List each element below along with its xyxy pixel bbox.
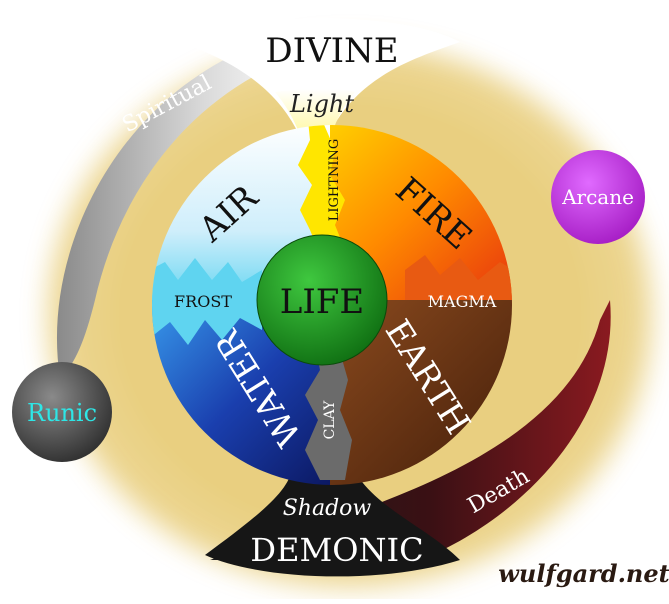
shadow-label: Shadow [283,496,372,521]
death-arm [210,300,611,560]
lightning-band [298,125,345,260]
frost-band [152,258,262,345]
lightning-label: LIGHTNING [327,139,342,221]
watermark: wulfgard.net [498,559,669,588]
demonic-label: DEMONIC [250,531,423,569]
light-label: Light [289,90,354,118]
divine-label: DIVINE [265,31,398,71]
element-disc [152,125,512,485]
frost-label: FROST [174,292,232,311]
magma-label: MAGMA [428,292,497,311]
demonic-funnel [205,440,460,577]
life-text: LIFE [280,282,364,322]
spiritual-arm [56,40,301,378]
clay-band [305,345,352,480]
arcane-label: Arcane [561,185,634,209]
magma-band [405,255,512,300]
clay-label: CLAY [322,400,338,440]
runic-label: Runic [27,399,97,427]
arcane-orb [551,150,645,244]
life-circle [256,234,388,366]
runic-orb [12,362,112,462]
